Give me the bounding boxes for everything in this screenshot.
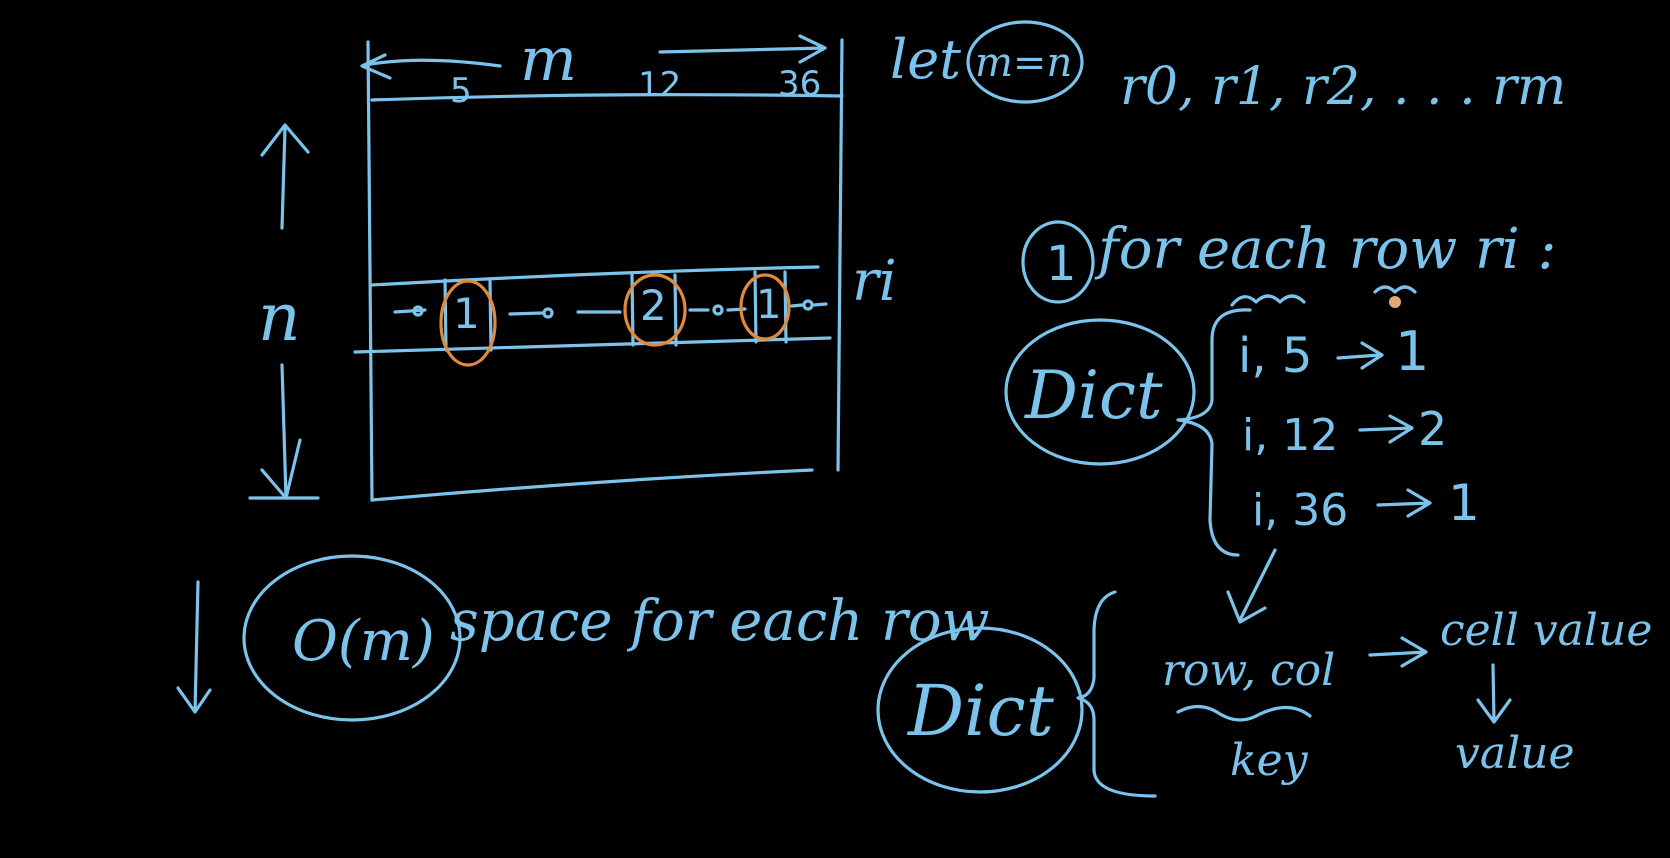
column-dimension: m 5 12 36 (360, 25, 827, 111)
cell-value: 1 (756, 282, 781, 328)
cell-divider (783, 270, 788, 344)
arrow-line-down (280, 363, 288, 500)
nonzero-highlight (739, 273, 791, 341)
arrow-icon (1368, 636, 1428, 668)
cell-value: 1 (453, 289, 480, 338)
arrow-down-icon (1476, 663, 1512, 724)
rows-sequence: r0, r1, r2, . . . rm (1120, 57, 1566, 117)
arrow-head-up (260, 123, 310, 157)
arrow-line-down (1238, 548, 1277, 622)
cell-divider (488, 278, 493, 352)
matrix-left-edge (366, 40, 374, 502)
cell-divider (443, 278, 448, 352)
dict-key-caption: key (1230, 735, 1309, 786)
matrix: 1 2 1 (353, 38, 844, 502)
let-circled-text: m=n (975, 40, 1072, 86)
dict-entry-value: 1 (1448, 474, 1480, 532)
arrow-icon (1358, 414, 1414, 444)
space-note: O(m) space for each row (176, 554, 989, 722)
matrix-right-edge (836, 38, 844, 472)
col-tick: 12 (638, 65, 681, 105)
empty-cell-dash (508, 311, 544, 316)
space-circled-text: O(m) (292, 609, 435, 674)
dict-key-text: row, col (1162, 645, 1335, 696)
arrow-down-icon (176, 580, 212, 714)
arrow-head-left (360, 53, 392, 80)
nonzero-highlight (623, 273, 687, 347)
dict-value-caption: value (1455, 728, 1575, 779)
row-label: ri (852, 249, 897, 314)
col-dimension-label: m (520, 25, 577, 95)
cell-value: 2 (640, 281, 667, 330)
dict-circle (1004, 318, 1196, 466)
dict-circle (876, 626, 1084, 794)
empty-cell-dot (802, 299, 814, 311)
empty-cell-dot (712, 304, 724, 316)
matrix-bottom-edge (370, 468, 814, 502)
matrix-top-edge (370, 93, 844, 102)
row-band-bottom (353, 336, 832, 354)
dict-entry-key: i, 5 (1238, 328, 1312, 384)
space-circle (242, 554, 462, 722)
dict-brace (1176, 308, 1252, 557)
arrow-icon (1376, 488, 1432, 518)
let-circle (966, 20, 1084, 104)
arrow-head-down (1226, 590, 1267, 624)
nonzero-highlight (439, 279, 497, 367)
empty-cell-dot (542, 307, 554, 319)
dict-row-mapping: Dict i, 5 1 i, 12 2 i, 36 1 (1004, 285, 1480, 557)
arrow-head-right (798, 34, 827, 64)
space-text: space for each row (450, 589, 989, 654)
dict-entry-key: i, 36 (1252, 485, 1348, 536)
cell-divider (753, 270, 758, 344)
row-band-top (370, 265, 820, 287)
dict-cell-mapping: Dict row, col key cell value value (876, 590, 1652, 798)
underline-squiggle (1176, 704, 1312, 722)
col-tick: 5 (450, 71, 472, 111)
arrow-line-up (280, 126, 287, 230)
dict-entry-value: 1 (1395, 320, 1429, 383)
step-number: 1 (1046, 236, 1077, 292)
pen-cursor-icon (1389, 296, 1401, 308)
arrow-icon (1336, 341, 1384, 370)
row-dimension: n (248, 123, 320, 500)
empty-cell-dot (412, 305, 424, 317)
arrow-head-down (260, 438, 302, 500)
row-dimension-label: n (258, 279, 301, 356)
dict-entry-key: i, 12 (1242, 410, 1338, 461)
empty-cell-dash (393, 308, 427, 314)
dict-value-text: cell value (1440, 605, 1652, 656)
col-tick: 36 (778, 64, 821, 104)
dict-brace (1076, 590, 1157, 798)
dict-label: Dict (1024, 357, 1163, 434)
dict-entry-value: 2 (1418, 402, 1447, 456)
double-arrow-line (363, 58, 502, 68)
underline-squiggle (1230, 285, 1417, 307)
step-number-circle (1021, 220, 1095, 304)
step-text: for each row ri : (1094, 217, 1556, 282)
double-arrow-line (658, 46, 827, 54)
let-text: let (890, 28, 961, 91)
dict-label: Dict (906, 670, 1055, 752)
empty-cell-dash (790, 302, 828, 308)
